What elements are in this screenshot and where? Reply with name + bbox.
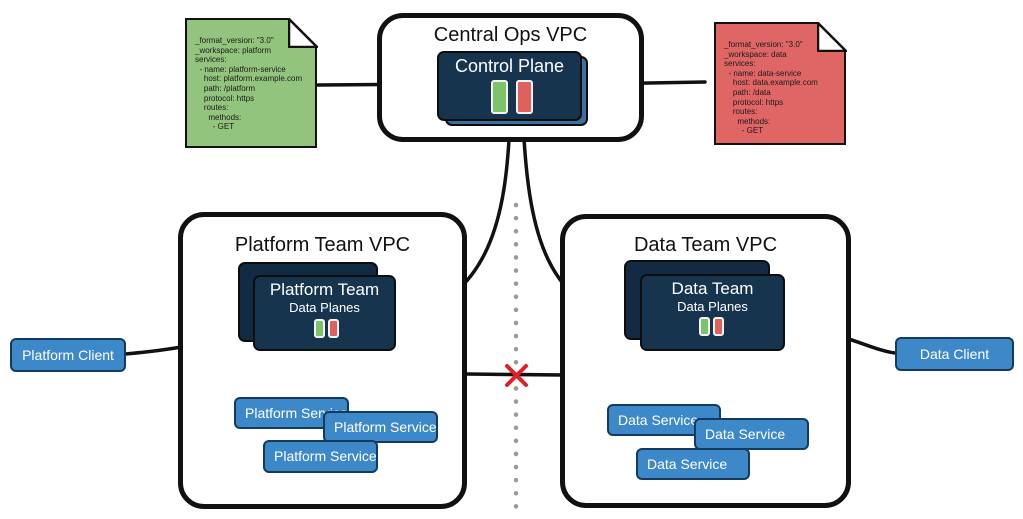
config-line: _format_version: "3.0" (195, 36, 274, 45)
control-plane-title: Control Plane (454, 56, 565, 76)
config-line: routes: (195, 103, 229, 113)
config-line: protocol: https (724, 97, 784, 107)
config-line: - name: platform-service (195, 64, 286, 74)
data-service-box[interactable]: Data Service (636, 448, 750, 480)
green-workspace-indicator (491, 80, 508, 114)
config-line: _format_version: "3.0" (724, 40, 803, 49)
config-line: - GET (724, 126, 764, 136)
data-data-planes[interactable]: Data Team Data Planes (640, 274, 785, 351)
config-line: _workspace: platform (195, 45, 272, 55)
control-plane[interactable]: Control Plane (437, 51, 582, 121)
config-line: routes: (724, 107, 758, 117)
config-line: path: /platform (195, 83, 256, 93)
data-client[interactable]: Data Client (895, 337, 1014, 371)
data-data-planes-subtitle: Data Planes (677, 299, 748, 314)
config-line: host: platform.example.com (195, 74, 303, 84)
red-workspace-indicator (328, 319, 339, 338)
config-line: services: (195, 55, 227, 65)
green-workspace-indicator (314, 319, 325, 338)
platform-data-planes[interactable]: Platform Team Data Planes (253, 275, 396, 351)
config-line: methods: (195, 112, 242, 122)
platform-service-box[interactable]: Platform Service (323, 411, 438, 443)
platform-data-planes-subtitle: Data Planes (289, 300, 360, 315)
dog-ear-fold-icon (288, 18, 318, 48)
red-workspace-indicator (713, 317, 724, 336)
config-line: _workspace: data (724, 49, 787, 59)
data-service-box[interactable]: Data Service (694, 418, 809, 450)
red-workspace-indicator (516, 80, 533, 114)
config-line: - GET (195, 122, 235, 132)
central-ops-vpc-title: Central Ops VPC (433, 24, 588, 46)
green-workspace-indicator (699, 317, 710, 336)
config-line: services: (724, 59, 756, 69)
config-line: protocol: https (195, 93, 255, 103)
platform-team-vpc-title: Platform Team VPC (234, 234, 411, 256)
config-line: host: data.example.com (724, 78, 818, 88)
platform-data-planes-title: Platform Team (269, 280, 380, 299)
platform-service-box[interactable]: Platform Service (263, 440, 378, 473)
blocked-x-icon (505, 364, 528, 387)
config-line: methods: (724, 116, 771, 126)
data-data-planes-title: Data Team (671, 279, 754, 298)
config-line: path: /data (724, 87, 771, 97)
data-team-vpc-title: Data Team VPC (633, 234, 778, 256)
config-line: - name: data-service (724, 68, 802, 78)
dog-ear-fold-icon (817, 22, 847, 52)
platform-client[interactable]: Platform Client (10, 338, 126, 372)
